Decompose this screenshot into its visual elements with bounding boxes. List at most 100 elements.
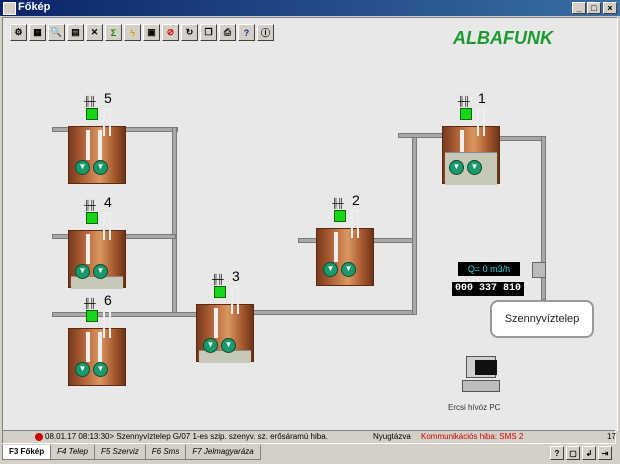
pump-icon[interactable]: ▼ bbox=[75, 362, 90, 377]
help-icon[interactable]: ? bbox=[550, 446, 564, 460]
window-title: Főkép bbox=[18, 1, 51, 13]
status-indicator bbox=[460, 108, 472, 120]
table-icon[interactable]: ▦ bbox=[29, 24, 46, 41]
tank-1[interactable]: ╫╫ 1 ▼ ▼ bbox=[442, 90, 500, 188]
tank-6[interactable]: ╫╫ 6 ▼ ▼ bbox=[68, 292, 126, 390]
help-icon[interactable]: ? bbox=[238, 24, 255, 41]
tank-number: 2 bbox=[352, 192, 360, 208]
pipe bbox=[541, 136, 546, 300]
antenna-icon: ╫╫ bbox=[332, 198, 344, 208]
pump-icon[interactable]: ▼ bbox=[221, 338, 236, 353]
inner-pipe bbox=[214, 308, 218, 338]
inner-pipe bbox=[86, 130, 90, 160]
albafunk-logo: ALBAFUNK bbox=[453, 28, 553, 48]
tank-number: 5 bbox=[104, 90, 112, 106]
pipe bbox=[172, 127, 177, 315]
tab-bar: F3 Főkép F4 Telep F5 Szerviz F6 Sms F7 J… bbox=[2, 445, 261, 461]
maximize-button[interactable]: □ bbox=[587, 2, 601, 14]
lightning-icon[interactable]: ϟ bbox=[124, 24, 141, 41]
pump-icon[interactable]: ▼ bbox=[75, 264, 90, 279]
riser-pipe bbox=[351, 210, 359, 238]
title-bar: Főkép _ □ × bbox=[0, 0, 620, 16]
windows-icon[interactable]: ❐ bbox=[200, 24, 217, 41]
inner-pipe bbox=[98, 332, 102, 362]
station-button[interactable]: Szennyvíztelep bbox=[490, 300, 594, 338]
chart-icon[interactable]: ▤ bbox=[67, 24, 84, 41]
status-indicator bbox=[86, 212, 98, 224]
riser-pipe bbox=[103, 310, 111, 338]
back-icon[interactable]: ↲ bbox=[582, 446, 596, 460]
status-indicator bbox=[86, 310, 98, 322]
pump-icon[interactable]: ▼ bbox=[93, 264, 108, 279]
alarm-count: 17 bbox=[607, 432, 616, 441]
pump-group: ▼ ▼ bbox=[203, 338, 236, 353]
tank-2[interactable]: ╫╫ 2 ▼ ▼ bbox=[316, 192, 374, 290]
tab-jelmagyarazat[interactable]: F7 Jelmagyaráza bbox=[185, 445, 261, 460]
tank-number: 6 bbox=[104, 292, 112, 308]
pipe bbox=[398, 133, 444, 138]
toolbar: ⚙ ▦ 🔍 ▤ ✕ Σ ϟ ▣ ⊘ ↻ ❐ ⎙ ? ⓘ bbox=[10, 24, 274, 42]
close-button[interactable]: × bbox=[603, 2, 617, 14]
tank-5[interactable]: ╫╫ 5 ▼ ▼ bbox=[68, 90, 126, 188]
status-indicator bbox=[214, 286, 226, 298]
app-icon bbox=[3, 2, 16, 15]
exit-icon[interactable]: ⇥ bbox=[598, 446, 612, 460]
tab-szerviz[interactable]: F5 Szerviz bbox=[93, 445, 146, 460]
pump-icon[interactable]: ▼ bbox=[93, 362, 108, 377]
tank-number: 4 bbox=[104, 194, 112, 210]
pump-icon[interactable]: ▼ bbox=[341, 262, 356, 277]
pump-group: ▼ ▼ bbox=[75, 264, 108, 279]
pump-icon[interactable]: ▼ bbox=[75, 160, 90, 175]
pipe bbox=[412, 133, 417, 315]
pump-icon[interactable]: ▼ bbox=[203, 338, 218, 353]
antenna-icon: ╫╫ bbox=[84, 298, 96, 308]
riser-pipe bbox=[103, 108, 111, 136]
inner-pipe bbox=[98, 130, 102, 160]
monitor-icon[interactable]: ▣ bbox=[143, 24, 160, 41]
tank-number: 3 bbox=[232, 268, 240, 284]
antenna-icon: ╫╫ bbox=[212, 274, 224, 284]
pump-icon[interactable]: ▼ bbox=[467, 160, 482, 175]
tab-fokep[interactable]: F3 Főkép bbox=[2, 445, 52, 460]
tab-sms[interactable]: F6 Sms bbox=[144, 445, 187, 460]
inner-pipe bbox=[86, 332, 90, 362]
info-icon[interactable]: ⓘ bbox=[257, 24, 274, 41]
flow-display: Q= 0 m3/h bbox=[458, 262, 520, 276]
window-icon[interactable]: ▢ bbox=[566, 446, 580, 460]
stop-icon[interactable]: ⊘ bbox=[162, 24, 179, 41]
inner-pipe bbox=[460, 130, 464, 160]
pump-icon[interactable]: ▼ bbox=[93, 160, 108, 175]
inner-pipe bbox=[86, 234, 90, 264]
volume-counter: 000 337 810 bbox=[452, 282, 524, 296]
tab-telep[interactable]: F4 Telep bbox=[50, 445, 95, 460]
pc-label: Ercsi hívóz PC bbox=[448, 403, 501, 412]
riser-pipe bbox=[477, 108, 485, 136]
close-icon[interactable]: ✕ bbox=[86, 24, 103, 41]
pump-icon[interactable]: ▼ bbox=[449, 160, 464, 175]
pipe bbox=[250, 310, 414, 315]
pc-base bbox=[462, 380, 500, 392]
alarm-text: 08.01.17 08:13:30> Szennyvíztelep G/07 1… bbox=[45, 432, 328, 441]
tank-number: 1 bbox=[478, 90, 486, 106]
tank-basin bbox=[68, 328, 126, 386]
tank-4[interactable]: ╫╫ 4 ▼ ▼ bbox=[68, 194, 126, 292]
antenna-icon: ╫╫ bbox=[84, 96, 96, 106]
inner-pipe bbox=[334, 232, 338, 262]
sigma-icon[interactable]: Σ bbox=[105, 24, 122, 41]
antenna-icon: ╫╫ bbox=[458, 96, 470, 106]
refresh-icon[interactable]: ↻ bbox=[181, 24, 198, 41]
zoom-icon[interactable]: 🔍 bbox=[48, 24, 65, 41]
tank-3[interactable]: ╫╫ 3 ▼ ▼ bbox=[196, 268, 254, 366]
ack-status: Nyugtázva bbox=[373, 432, 411, 441]
pump-icon[interactable]: ▼ bbox=[323, 262, 338, 277]
minimize-button[interactable]: _ bbox=[572, 2, 586, 14]
antenna-icon: ╫╫ bbox=[84, 200, 96, 210]
bottom-toolbar: ? ▢ ↲ ⇥ bbox=[550, 446, 612, 460]
alarm-icon bbox=[35, 433, 43, 441]
riser-pipe bbox=[103, 212, 111, 240]
pc-icon[interactable] bbox=[462, 356, 502, 396]
print-icon[interactable]: ⎙ bbox=[219, 24, 236, 41]
tank-basin bbox=[68, 126, 126, 184]
gear-icon[interactable]: ⚙ bbox=[10, 24, 27, 41]
